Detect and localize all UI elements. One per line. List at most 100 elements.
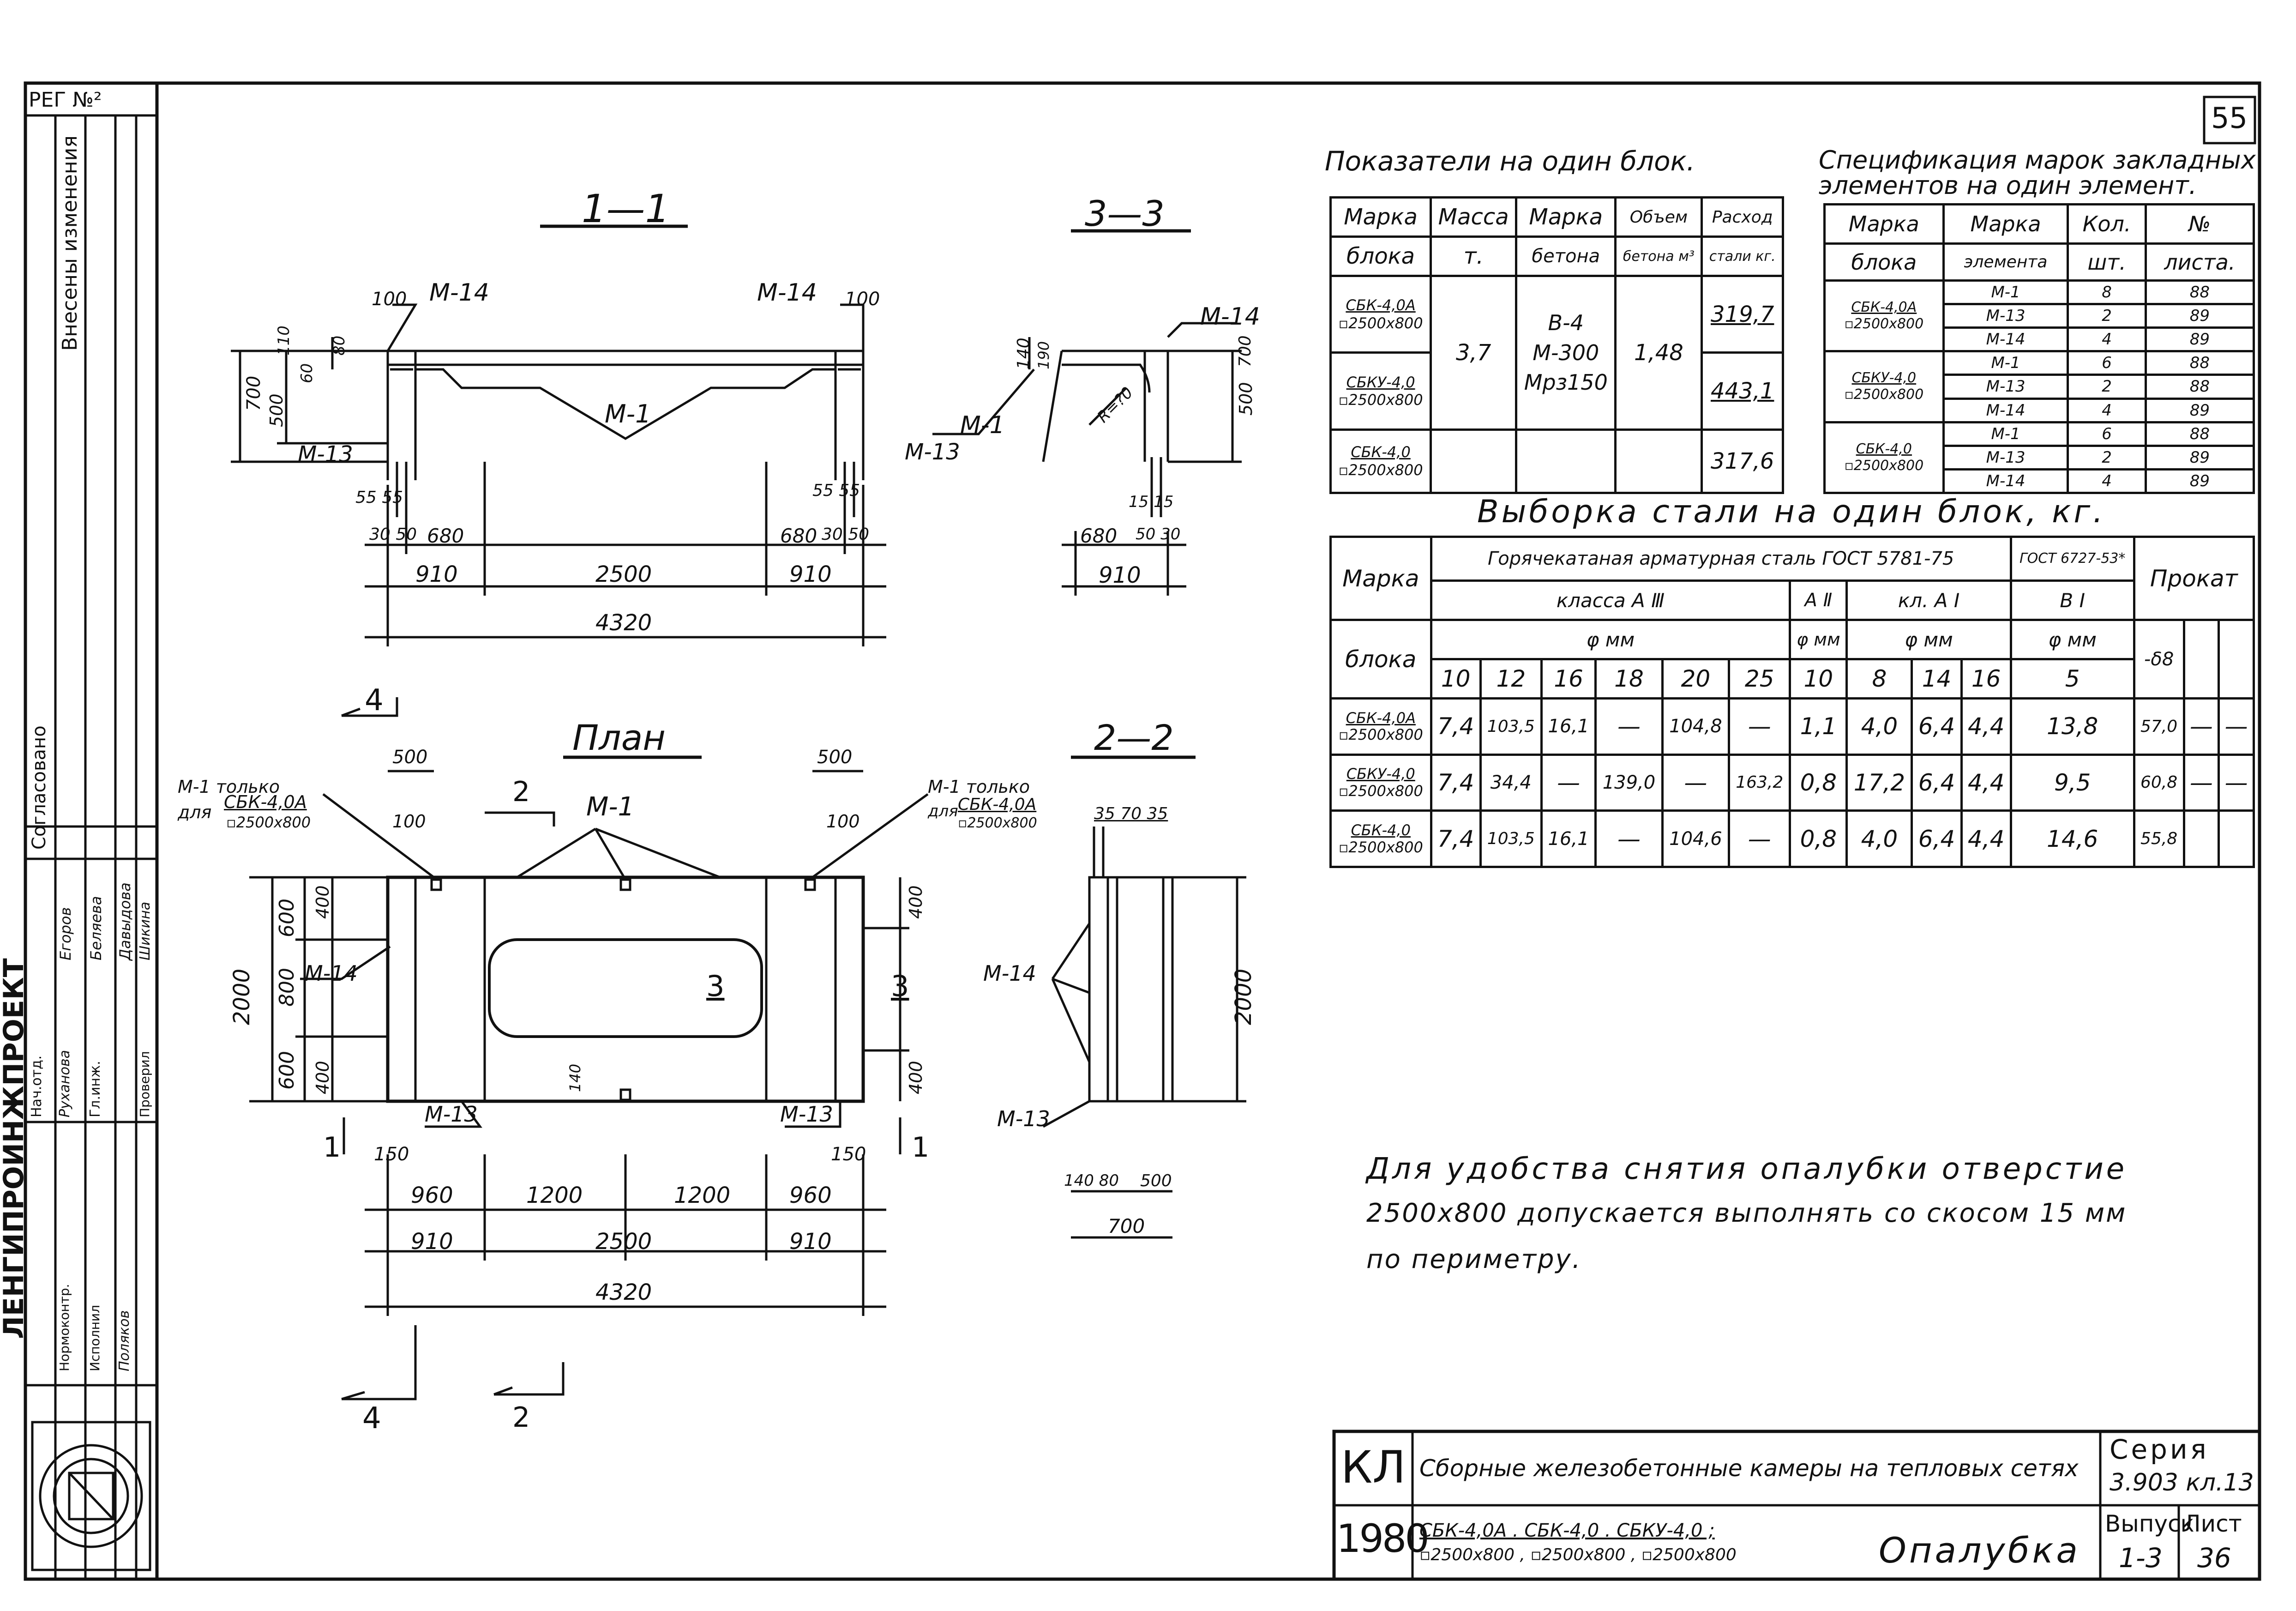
steel-r3-c11: 14,6 xyxy=(2009,809,2135,868)
ind-h-mark: Марка xyxy=(1329,196,1432,238)
steel-h-phi-a2: φ мм xyxy=(1789,619,1848,660)
steel-r1-c5: 104,8 xyxy=(1661,697,1731,756)
spec-heading: Спецификация марок закладных xyxy=(1819,145,2256,175)
spec-heading-2: элементов на один элемент. xyxy=(1819,171,2197,200)
ind-concrete-m: М-300 xyxy=(1533,340,1599,365)
spec-el-1-3: М-14 xyxy=(1942,326,2069,353)
ind-block-1: СБК-4,0А▫2500х800 xyxy=(1329,274,1432,354)
steel-r3-c10: 4,4 xyxy=(1960,809,2012,868)
stamp-name-6: Поляков xyxy=(116,1310,132,1371)
stamp-role-4: Исполнил xyxy=(87,1304,102,1371)
ind-block-3: СБК-4,0▫2500х800 xyxy=(1329,428,1432,495)
dim-910-plan-left: 910 xyxy=(411,1229,453,1255)
plan-note-for-left: для xyxy=(178,802,212,822)
plan-note-size-right: ▫2500х800 xyxy=(958,815,1037,831)
section-4-top-label: 4 xyxy=(365,683,384,718)
spec-block-2: СБКУ-4,0▫2500х800 xyxy=(1823,350,1945,423)
mark-m13-plan-left: М-13 xyxy=(425,1102,478,1127)
steel-r2-c12: 60,8 xyxy=(2133,753,2185,812)
steel-r1-c6: — xyxy=(1728,697,1791,756)
section-1-1-title: 1—1 xyxy=(582,186,670,231)
mark-m13-left: М-13 xyxy=(298,441,353,467)
ind-h-mass: Масса xyxy=(1430,196,1518,238)
steel-r2-c9: 6,4 xyxy=(1911,753,1963,812)
ind-h2-concrete: бетона xyxy=(1515,235,1617,277)
spec-el-2-3: М-14 xyxy=(1942,397,2069,423)
steel-r2-c11: 9,5 xyxy=(2009,753,2135,812)
spec-block-1-size: ▫2500х800 xyxy=(1844,316,1924,332)
plan-title: План xyxy=(572,717,666,758)
section-1-left-label: 1 xyxy=(323,1131,341,1164)
steel-h-phi-a3: φ мм xyxy=(1430,619,1791,660)
indicators-heading: Показатели на один блок. xyxy=(1325,145,1695,177)
spec-el-3-2: М-13 xyxy=(1942,444,2069,471)
steel-r2-c8: 17,2 xyxy=(1845,753,1913,812)
spec-qty-1-1: 8 xyxy=(2067,279,2147,306)
stamp-role-5: Нормоконтр. xyxy=(57,1284,72,1371)
plan-note-for-right: для xyxy=(928,802,958,821)
note-line-3: по периметру. xyxy=(1366,1244,1582,1274)
steel-row-2-block: СБКУ-4,0▫2500х800 xyxy=(1329,753,1432,812)
spec-block-1-name: СБК-4,0А xyxy=(1851,299,1917,316)
steel-r1-c14: — xyxy=(2218,697,2255,756)
title-sheet: 36 xyxy=(2197,1542,2231,1574)
dim-500-plan-right: 500 xyxy=(817,747,853,768)
mark-m1-section: М-1 xyxy=(605,399,651,428)
spec-sh-2-2: 88 xyxy=(2144,374,2255,400)
mark-m14-right: М-14 xyxy=(757,279,817,307)
steel-row-1-block: СБК-4,0А▫2500х800 xyxy=(1329,697,1432,756)
steel-row-3-size: ▫2500х800 xyxy=(1338,838,1423,856)
steel-r2-c13: — xyxy=(2182,753,2220,812)
spec-h2-qty: шт. xyxy=(2067,242,2147,282)
steel-row-2-name: СБКУ-4,0 xyxy=(1346,765,1415,783)
steel-r3-c5: 104,6 xyxy=(1661,809,1731,868)
steel-r1-c1: 7,4 xyxy=(1430,697,1482,756)
title-issue: 1-3 xyxy=(2119,1542,2163,1574)
steel-r1-c7: 1,1 xyxy=(1789,697,1848,756)
spec-el-2-1: М-1 xyxy=(1942,350,2069,376)
dim-60: 60 xyxy=(298,363,316,383)
title-seria-label: Серия xyxy=(2110,1434,2209,1465)
ind-h-volume: Объем xyxy=(1614,196,1703,238)
steel-row-3-name: СБК-4,0 xyxy=(1351,821,1411,839)
steel-d-20: 20 xyxy=(1661,658,1731,700)
dim-500: 500 xyxy=(266,393,287,427)
spec-qty-2-1: 6 xyxy=(2067,350,2147,376)
organization-name: ЛЕНГИПРОИНЖПРОЕКТ xyxy=(0,958,30,1339)
spec-qty-3-2: 2 xyxy=(2067,444,2147,471)
spec-block-3-size: ▫2500х800 xyxy=(1844,457,1924,474)
steel-row-3-block: СБК-4,0▫2500х800 xyxy=(1329,809,1432,868)
changes-note: Внесены изменения xyxy=(58,135,82,351)
title-drawing-name: Опалубка xyxy=(1879,1530,2080,1571)
dim-600-plan-bottom: 600 xyxy=(275,1051,299,1090)
title-item-sizes: ▫2500х800 , ▫2500х800 , ▫2500х800 xyxy=(1419,1545,1737,1564)
steel-r3-c9: 6,4 xyxy=(1911,809,1963,868)
spec-sh-1-2: 89 xyxy=(2144,303,2255,329)
plan-note-block-left: СБК-4,0А xyxy=(224,792,307,812)
plan-note-block-right: СБК-4,0А xyxy=(958,795,1037,814)
steel-r1-c4: — xyxy=(1594,697,1664,756)
steel-r1-c8: 4,0 xyxy=(1845,697,1913,756)
ind-h2-t: т. xyxy=(1430,235,1518,277)
dim-910-right: 910 xyxy=(789,561,832,587)
note-line-1: Для удобства снятия опалубки отверстие xyxy=(1366,1152,2128,1186)
spec-h-sheet: № xyxy=(2144,203,2255,245)
spec-block-1: СБК-4,0А▫2500х800 xyxy=(1823,279,1945,353)
stamp-role-3: Проверил xyxy=(137,1051,152,1117)
indicators-table: Марка Масса Марка Объем Расход блока т. … xyxy=(1329,196,1784,495)
steel-r2-c1: 7,4 xyxy=(1430,753,1482,812)
dim-190-s33: 190 xyxy=(1035,341,1052,369)
dim-100-right: 100 xyxy=(845,289,880,310)
steel-d-a1-16: 16 xyxy=(1960,658,2012,700)
ind-block-2-size: ▫2500х800 xyxy=(1338,391,1423,409)
steel-r3-c3: 16,1 xyxy=(1540,809,1597,868)
dim-1200-plan-right: 1200 xyxy=(674,1183,731,1208)
title-sheet-label: Лист xyxy=(2183,1510,2242,1537)
steel-h-phi-b1: φ мм xyxy=(2009,619,2135,660)
steel-h-blank-1 xyxy=(2182,619,2220,700)
dim-400-plan-b: 400 xyxy=(313,1061,333,1094)
page-number: 55 xyxy=(2211,101,2248,135)
spec-sh-3-3: 89 xyxy=(2144,468,2255,495)
dim-400-plan-c: 400 xyxy=(906,885,926,919)
ind-block-2: СБКУ-4,0▫2500х800 xyxy=(1329,351,1432,431)
